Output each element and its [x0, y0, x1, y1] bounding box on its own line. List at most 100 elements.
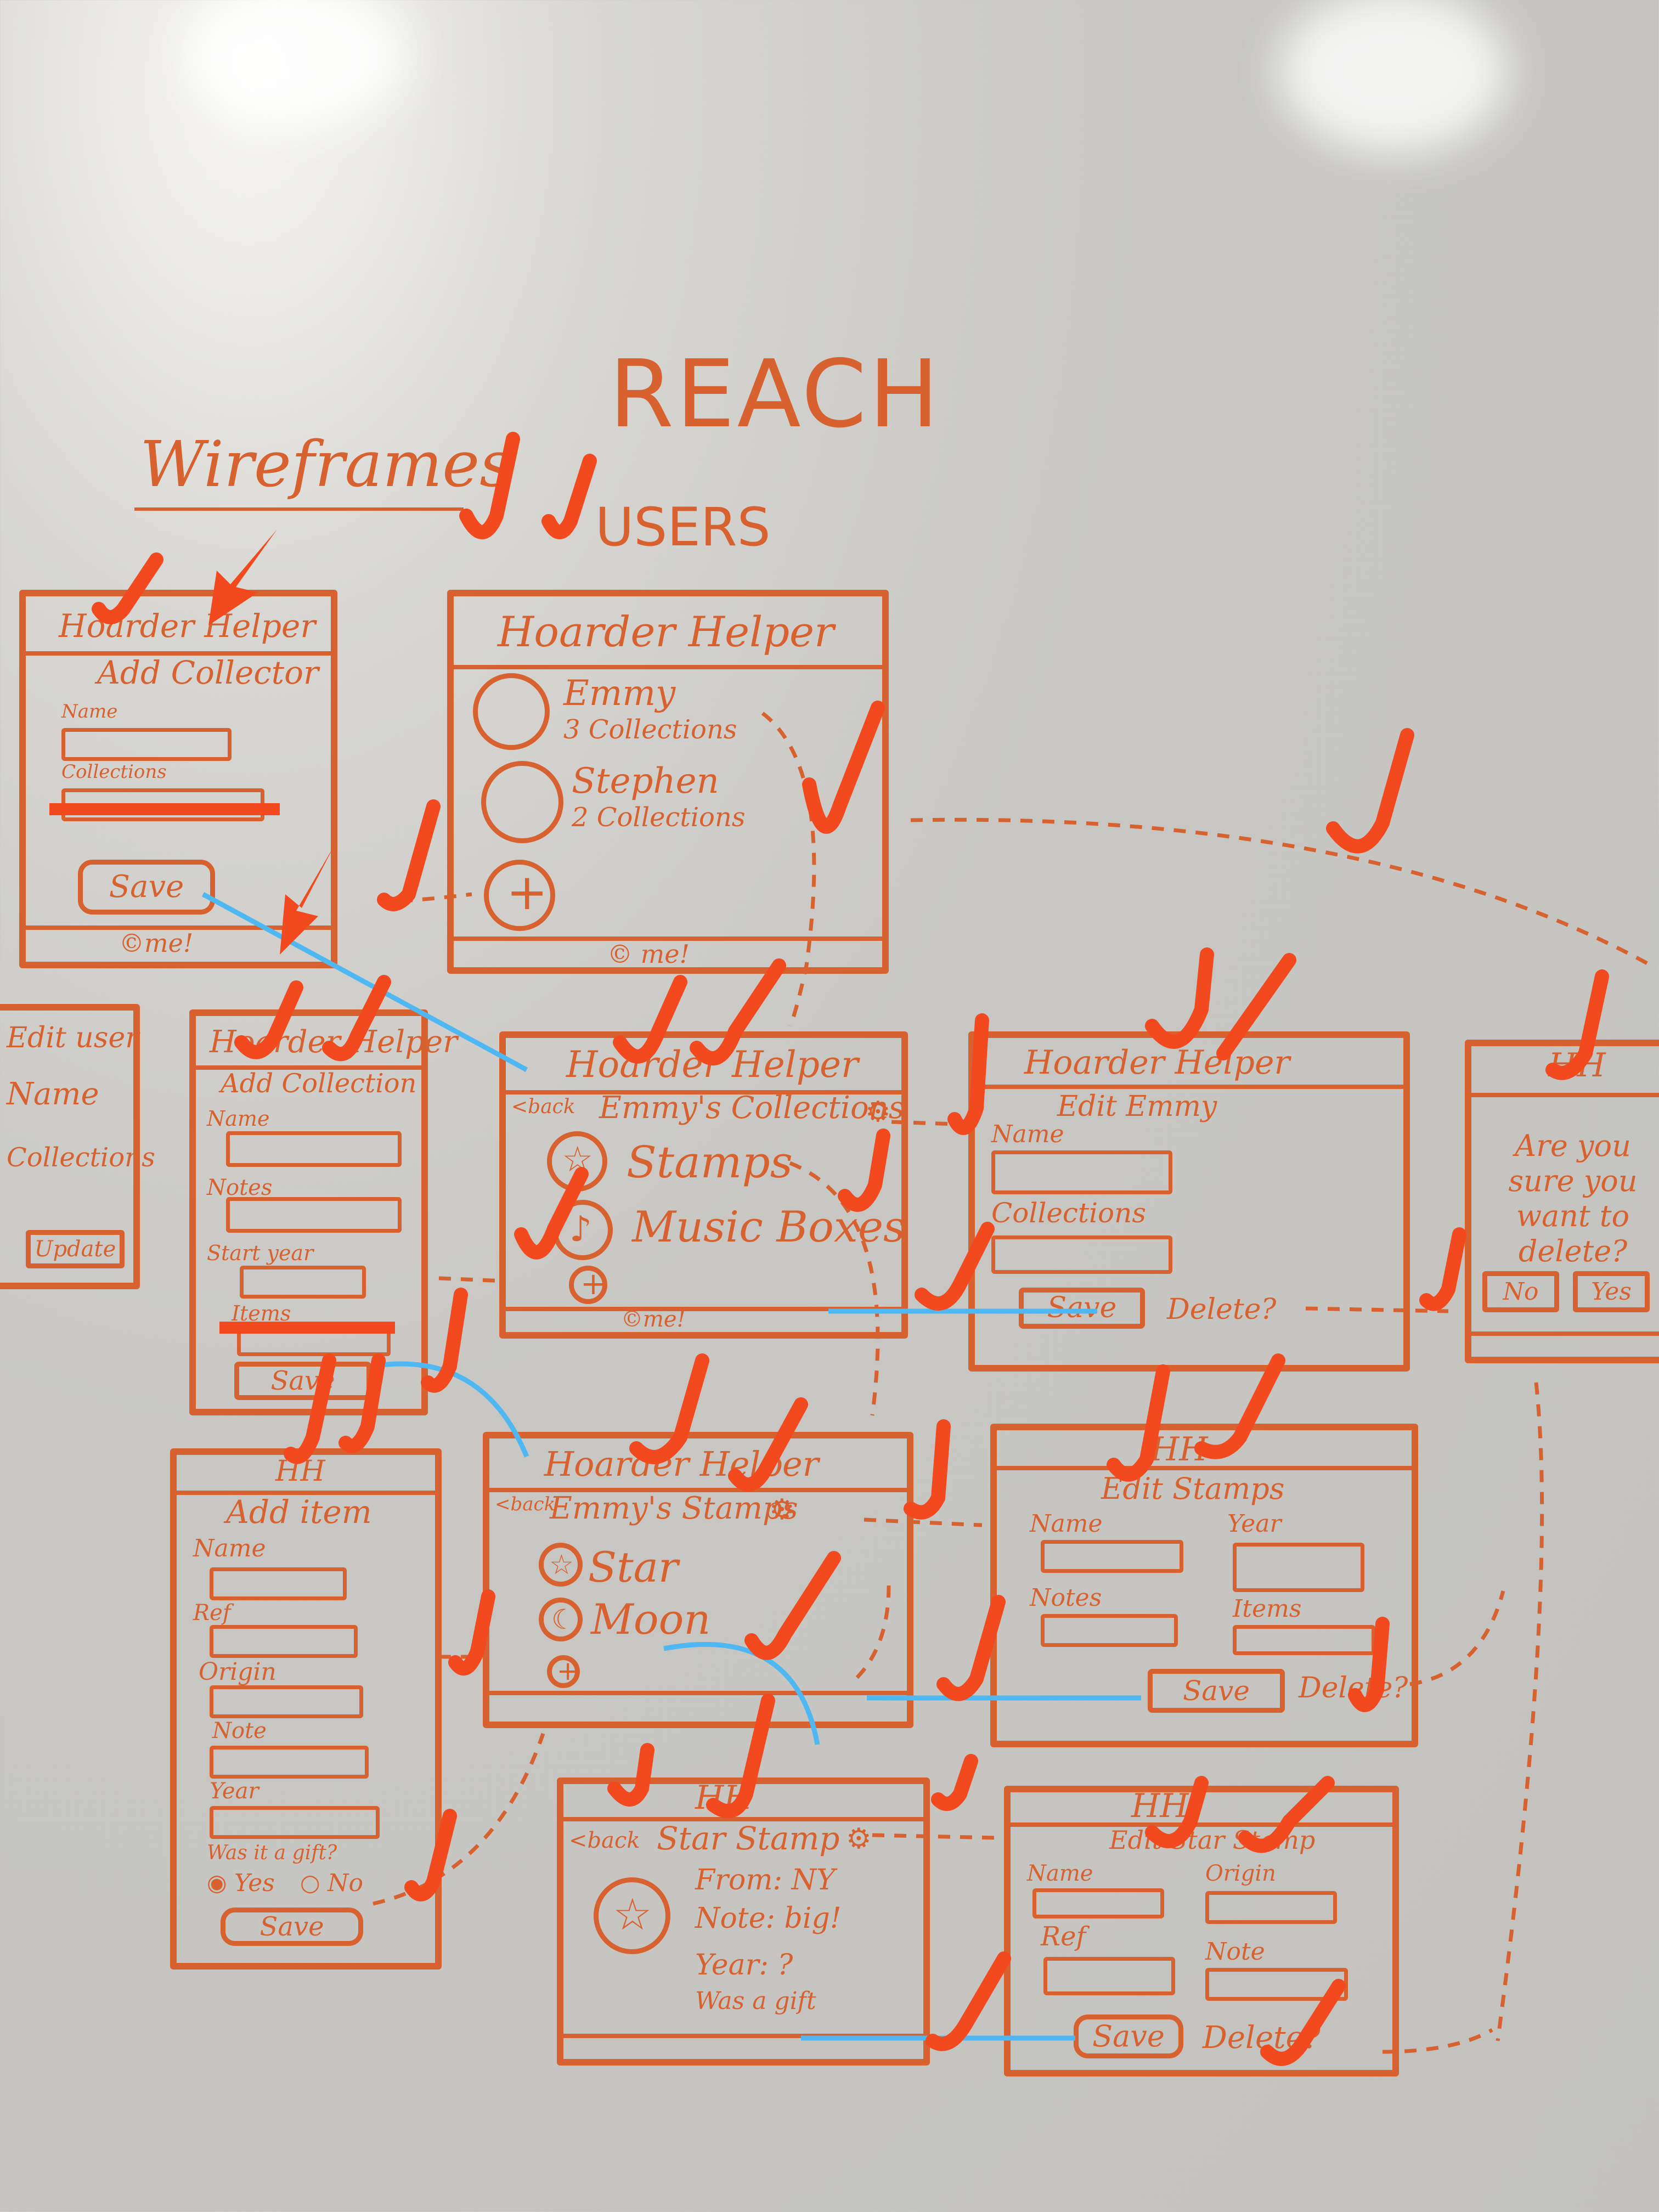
no-radio-icon[interactable]: ○	[300, 1869, 320, 1896]
red-arrow	[280, 845, 335, 955]
header-divider	[177, 1491, 435, 1495]
no-button[interactable]: No	[1482, 1271, 1559, 1312]
name-field[interactable]	[61, 728, 232, 761]
check-mark	[284, 1353, 336, 1464]
screen-title: Emmy's Collections	[599, 1090, 905, 1126]
name-label: Name	[7, 1076, 99, 1112]
start-year-label: Start year	[207, 1241, 314, 1265]
collections-field[interactable]	[991, 1235, 1172, 1274]
footer-divider	[563, 2034, 923, 2038]
add-stamp-button[interactable]: +	[547, 1655, 580, 1688]
footer-divider	[454, 936, 882, 941]
yes-button[interactable]: Yes	[1573, 1271, 1650, 1312]
name-label: Name	[1027, 1861, 1093, 1886]
collection-item[interactable]: Stamps	[627, 1137, 793, 1188]
items-field[interactable]	[1233, 1625, 1375, 1655]
note-field[interactable]	[210, 1746, 369, 1779]
check-mark	[1216, 953, 1296, 1060]
name-label: Name	[1030, 1510, 1103, 1538]
origin-field[interactable]	[210, 1685, 363, 1718]
year-field[interactable]	[1233, 1543, 1364, 1592]
name-field[interactable]	[210, 1567, 347, 1600]
gear-icon[interactable]: ⚙	[769, 1493, 795, 1526]
note-label: Note	[212, 1718, 267, 1743]
name-field[interactable]	[991, 1150, 1172, 1194]
ref-field[interactable]	[1043, 1957, 1175, 1995]
add-collection-button[interactable]: +	[569, 1266, 607, 1304]
check-mark	[1238, 1776, 1335, 1853]
ref-field[interactable]	[210, 1625, 358, 1658]
user-collections-count: 2 Collections	[572, 802, 746, 833]
app-title: HH	[1131, 1787, 1189, 1825]
origin-field[interactable]	[1205, 1891, 1337, 1924]
stamp-item[interactable]: Moon	[591, 1595, 711, 1644]
ref-label: Ref	[1041, 1921, 1086, 1952]
screen-title: Add item	[226, 1493, 372, 1531]
name-label: Name	[207, 1107, 270, 1131]
back-link[interactable]: <back	[569, 1828, 640, 1853]
save-button[interactable]: Save	[221, 1908, 363, 1946]
wireframes-heading: Wireframes	[140, 428, 512, 501]
update-button[interactable]: Update	[26, 1230, 125, 1268]
note-value: Note: big!	[695, 1902, 842, 1935]
check-mark	[1260, 1979, 1346, 2066]
notes-field[interactable]	[1041, 1614, 1178, 1647]
gear-icon[interactable]: ⚙	[846, 1822, 872, 1855]
footer-divider	[1471, 1331, 1659, 1336]
check-mark	[706, 1694, 775, 1819]
flow-line	[373, 1733, 545, 1906]
collections-label: Collections	[61, 761, 167, 783]
delete-link[interactable]: Delete?	[1167, 1293, 1277, 1326]
screen-star-stamp: HH <back Star Stamp ⚙ ☆ From: NY Note: b…	[557, 1778, 930, 2066]
dashed-flow-lines	[373, 712, 1652, 2054]
check-mark	[607, 1743, 654, 1807]
plus-icon: +	[506, 864, 548, 921]
name-field[interactable]	[1041, 1540, 1183, 1573]
save-button[interactable]: Save	[78, 860, 215, 915]
name-field[interactable]	[226, 1131, 402, 1167]
flow-line	[854, 1585, 891, 1680]
stamp-item[interactable]: Star	[588, 1543, 679, 1592]
moon-icon: ☾	[539, 1598, 583, 1641]
users-heading: USERS	[595, 496, 771, 558]
save-button[interactable]: Save	[1148, 1669, 1285, 1713]
yes-radio-icon[interactable]: ◉	[207, 1869, 227, 1896]
year-field[interactable]	[210, 1806, 380, 1839]
user-name[interactable]: Emmy	[563, 673, 676, 714]
back-link[interactable]: <back	[495, 1493, 556, 1515]
plus-icon: +	[557, 1656, 579, 1686]
add-user-button[interactable]: +	[484, 860, 555, 931]
origin-label: Origin	[1205, 1861, 1276, 1886]
header-divider	[563, 1817, 923, 1821]
check-mark	[1348, 1617, 1390, 1712]
footer-divider	[489, 1691, 907, 1695]
check-mark	[1107, 1364, 1170, 1482]
header-divider	[506, 1090, 901, 1094]
back-link[interactable]: <back	[511, 1096, 575, 1118]
screen-add-collector: Hoarder Helper Add Collector Name Collec…	[19, 590, 337, 968]
user-collections-count: 3 Collections	[563, 714, 737, 745]
start-year-field[interactable]	[240, 1266, 366, 1299]
header-divider	[1471, 1093, 1659, 1097]
name-field[interactable]	[1032, 1888, 1164, 1918]
screen-emmys-stamps: Hoarder Helper <back Emmy's Stamps ⚙ ☆ S…	[483, 1432, 913, 1728]
gear-icon[interactable]: ⚙	[865, 1096, 891, 1128]
gift-value: Was a gift	[695, 1987, 816, 2015]
save-button[interactable]: Save	[1074, 2015, 1183, 2058]
notes-field[interactable]	[226, 1197, 402, 1233]
light-glare-right	[1278, 0, 1509, 154]
check-mark	[338, 1353, 386, 1453]
screen-title: Add Collector	[97, 654, 319, 691]
flow-line	[910, 817, 1652, 968]
user-name[interactable]: Stephen	[572, 761, 719, 802]
screen-title: Star Stamp	[657, 1820, 840, 1857]
screen-title: Edit user	[7, 1022, 139, 1054]
screen-edit-emmy: Hoarder Helper Edit Emmy Name Collection…	[968, 1031, 1410, 1372]
note-field[interactable]	[1205, 1968, 1348, 2001]
app-title: Hoarder Helper	[1024, 1043, 1290, 1082]
strike-lines	[49, 803, 395, 1334]
screen-confirm-delete: HH Are you sure you want to delete? No Y…	[1465, 1040, 1659, 1363]
save-button[interactable]: Save	[1019, 1288, 1145, 1329]
items-label: Items	[232, 1301, 291, 1325]
